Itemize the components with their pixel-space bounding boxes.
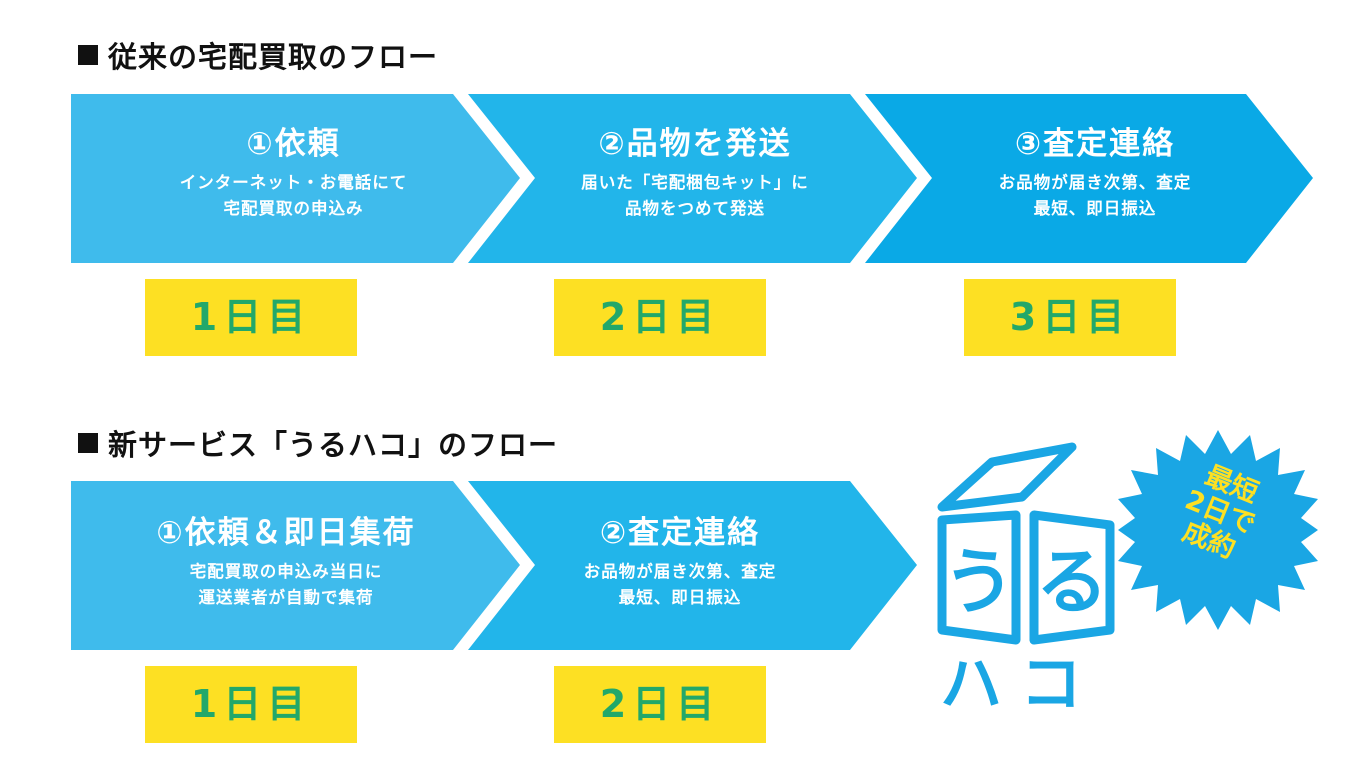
box-right-panel xyxy=(1029,510,1115,645)
step-description: お品物が届き次第、査定 最短、即日振込 xyxy=(465,559,895,611)
new-day-badge-1: 1日目 xyxy=(145,666,357,743)
desc-line: 届いた「宅配梱包キット」に xyxy=(581,173,809,192)
step-3: ③査定連絡 お品物が届き次第、査定 最短、即日振込 xyxy=(880,126,1310,222)
arrow-step-1 xyxy=(71,94,520,263)
step-description: 宅配買取の申込み当日に 運送業者が自動で集荷 xyxy=(71,559,501,611)
desc-line: 宅配買取の申込み xyxy=(223,199,364,218)
step-title: ①依頼 xyxy=(246,126,341,162)
day-badge-3: 3日目 xyxy=(964,279,1176,356)
desc-line: 品物をつめて発送 xyxy=(625,199,765,218)
desc-line: インターネット・お電話にて xyxy=(179,173,408,192)
desc-line: お品物が届き次第、査定 xyxy=(583,562,777,581)
desc-line: 最短、即日振込 xyxy=(618,588,742,607)
step-description: お品物が届き次第、査定 最短、即日振込 xyxy=(880,170,1310,222)
step-title: ②品物を発送 xyxy=(598,126,792,162)
starburst-shape xyxy=(1118,430,1318,630)
logo-char-right: る xyxy=(1036,540,1108,624)
uruhako-logo: う る ハコ xyxy=(937,442,1115,715)
new-flow-heading: 新サービス「うるハコ」のフロー xyxy=(78,422,558,464)
new-flow-title: 新サービス「うるハコ」のフロー xyxy=(108,428,559,462)
step-title: ②査定連絡 xyxy=(599,515,761,551)
day-badge-1: 1日目 xyxy=(145,279,357,356)
step-title: ③査定連絡 xyxy=(1014,126,1176,162)
desc-line: 最短、即日振込 xyxy=(1033,199,1157,218)
desc-line: 宅配買取の申込み当日に xyxy=(189,562,383,581)
step-1: ①依頼 インターネット・お電話にて 宅配買取の申込み xyxy=(71,126,516,222)
day-badge-2: 2日目 xyxy=(554,279,766,356)
square-bullet-icon xyxy=(78,45,98,65)
arrow-step-3 xyxy=(865,94,1313,263)
desc-line: 運送業者が自動で集荷 xyxy=(198,588,374,607)
box-lid-icon xyxy=(937,442,1077,512)
step-description: インターネット・お電話にて 宅配買取の申込み xyxy=(71,170,516,222)
traditional-flow-title: 従来の宅配買取のフロー xyxy=(108,40,439,74)
square-bullet-icon xyxy=(78,433,98,453)
step-title: ①依頼＆即日集荷 xyxy=(156,515,416,551)
new-day-badge-2: 2日目 xyxy=(554,666,766,743)
logo-char-left: う xyxy=(943,540,1015,624)
starburst-badge xyxy=(1118,430,1318,630)
box-left-panel xyxy=(937,510,1021,645)
traditional-flow-heading: 従来の宅配買取のフロー xyxy=(78,34,438,76)
step-description: 届いた「宅配梱包キット」に 品物をつめて発送 xyxy=(480,170,910,222)
arrow-step-2 xyxy=(468,94,917,263)
arrow-new-step-1 xyxy=(71,481,520,650)
new-step-2: ②査定連絡 お品物が届き次第、査定 最短、即日振込 xyxy=(465,515,895,611)
arrow-new-step-2 xyxy=(468,481,917,650)
logo-bottom-text: ハコ xyxy=(940,647,1100,715)
new-step-1: ①依頼＆即日集荷 宅配買取の申込み当日に 運送業者が自動で集荷 xyxy=(71,515,501,611)
step-2: ②品物を発送 届いた「宅配梱包キット」に 品物をつめて発送 xyxy=(480,126,910,222)
desc-line: お品物が届き次第、査定 xyxy=(998,173,1192,192)
